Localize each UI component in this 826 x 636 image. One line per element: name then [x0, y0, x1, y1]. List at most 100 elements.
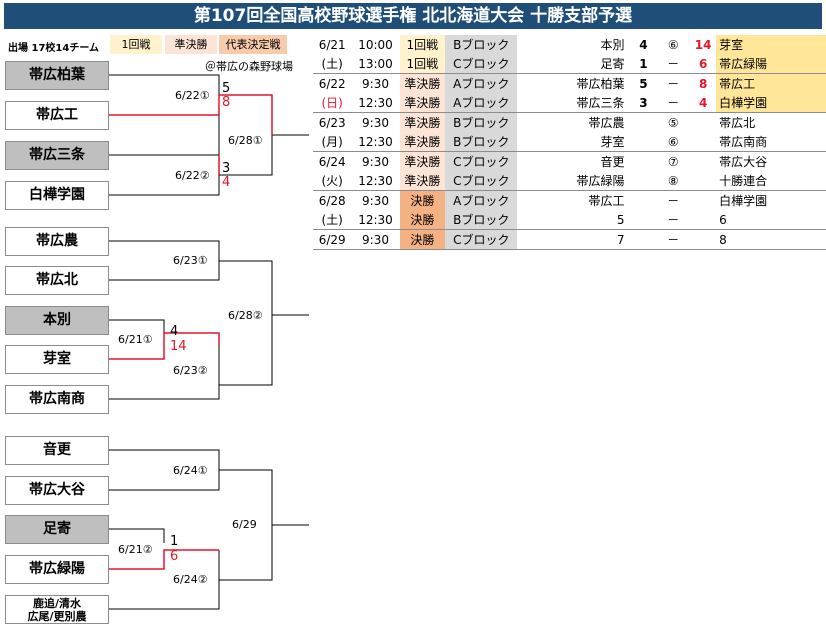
schedule-round: 準決勝 [399, 93, 446, 113]
team-box-combined: 鹿追/清水 広尾/更別農 [5, 595, 109, 624]
schedule-time: 12:30 [351, 210, 400, 230]
away-score: 4 [698, 95, 708, 110]
team-box: 芽室 [5, 345, 109, 374]
score-top: 1 [170, 534, 179, 549]
schedule-home: 本別 [600, 38, 625, 52]
away-score: 14 [694, 37, 712, 52]
score-top: 5 [222, 81, 231, 96]
schedule-score: 5－8 [630, 74, 716, 94]
schedule-block: Aブロック [445, 190, 517, 210]
match-number: ⑦ [667, 154, 679, 169]
page-title: 第107回全国高校野球選手権 北北海道大会 十勝支部予選 [4, 3, 822, 29]
schedule-away: 十勝連合 [716, 171, 826, 191]
schedule-away: 帯広南商 [716, 132, 826, 152]
schedule-time: 9:30 [351, 229, 400, 250]
schedule-date: (土) [313, 54, 352, 74]
schedule-home: 帯広柏葉 [576, 77, 625, 91]
schedule-away: 芽室 [716, 35, 826, 54]
schedule-block: Bブロック [445, 35, 517, 54]
home-score: 4 [639, 37, 648, 52]
match-label: 6/21① [118, 333, 153, 346]
schedule-block: Bブロック [445, 112, 517, 132]
schedule-home: 帯広農 [588, 116, 625, 130]
match-number: ⑤ [667, 115, 679, 130]
schedule-date: (月) [313, 132, 352, 152]
schedule-block: Cブロック [445, 54, 517, 74]
match-label: 6/21② [118, 543, 153, 556]
schedule-round: 決勝 [399, 210, 446, 230]
schedule-block: Cブロック [445, 171, 517, 191]
schedule-block: Cブロック [445, 229, 517, 250]
team-box: 帯広南商 [5, 385, 109, 414]
schedule-round: 準決勝 [399, 171, 446, 191]
match-number: ⑧ [667, 173, 679, 188]
schedule-away: 白樺学園 [719, 194, 768, 208]
schedule-away: 8 [716, 229, 826, 250]
schedule-away: 帯広大谷 [719, 155, 768, 169]
match-label: 6/29 [232, 518, 257, 531]
match-label: 6/22② [175, 169, 210, 182]
match-label: 6/22① [175, 89, 210, 102]
team-box: 帯広三条 [5, 141, 109, 170]
schedule-block: Cブロック [445, 151, 517, 171]
schedule-away: 白樺学園 [716, 93, 826, 113]
schedule-block: Aブロック [445, 93, 517, 113]
schedule-score: － [630, 210, 717, 230]
schedule-time: 10:00 [358, 37, 393, 52]
schedule-date: 6/21 [318, 37, 346, 52]
team-box: 帯広北 [5, 266, 109, 295]
schedule-round: 準決勝 [399, 151, 446, 171]
team-box: 白樺学園 [5, 181, 109, 210]
team-box: 音更 [5, 436, 109, 465]
team-box: 足寄 [5, 515, 109, 544]
schedule-date: (日) [313, 93, 352, 113]
match-number: － [667, 77, 680, 91]
schedule-date: 6/23 [318, 115, 346, 130]
schedule-away: 6 [716, 210, 826, 230]
schedule-score: ⑧ [630, 171, 717, 191]
match-label: 6/23① [173, 254, 208, 267]
team-box: 帯広大谷 [5, 476, 109, 505]
score-top: 3 [222, 161, 231, 176]
team-box: 帯広農 [5, 227, 109, 256]
legend-semifinal: 準決勝 [165, 35, 217, 54]
match-number: － [667, 233, 680, 247]
schedule-score: 3－4 [630, 93, 717, 113]
score-bottom: 14 [170, 339, 187, 354]
schedule-home: 7 [516, 229, 631, 250]
schedule-home: 帯広工 [588, 194, 625, 208]
schedule-home: 5 [516, 210, 631, 230]
legend-round1: 1回戦 [110, 35, 162, 54]
schedule-time: 12:30 [351, 132, 400, 152]
schedule-block: Bブロック [445, 132, 517, 152]
home-score: 1 [639, 56, 648, 71]
home-score: 3 [639, 95, 648, 110]
schedule-date: (火) [313, 171, 352, 191]
team-box: 帯広緑陽 [5, 555, 109, 584]
schedule-score: ⑦ [630, 152, 716, 172]
team-box: 本別 [5, 306, 109, 335]
schedule-score: ⑤ [630, 113, 716, 133]
away-score: 6 [698, 56, 708, 71]
score-bottom: 6 [170, 549, 179, 564]
schedule-score: ⑥ [630, 132, 717, 152]
match-label: 6/28① [228, 134, 263, 147]
match-label: 6/23② [173, 364, 208, 377]
score-bottom: 8 [222, 95, 231, 110]
schedule-score: 1－6 [630, 54, 717, 74]
schedule-time: 13:00 [351, 54, 400, 74]
schedule-date: 6/24 [318, 154, 346, 169]
team-box: 帯広柏葉 [5, 61, 109, 90]
schedule-round: 準決勝 [399, 112, 446, 132]
match-number: ⑥ [667, 134, 679, 149]
team-line: 鹿追/清水 [32, 597, 82, 610]
